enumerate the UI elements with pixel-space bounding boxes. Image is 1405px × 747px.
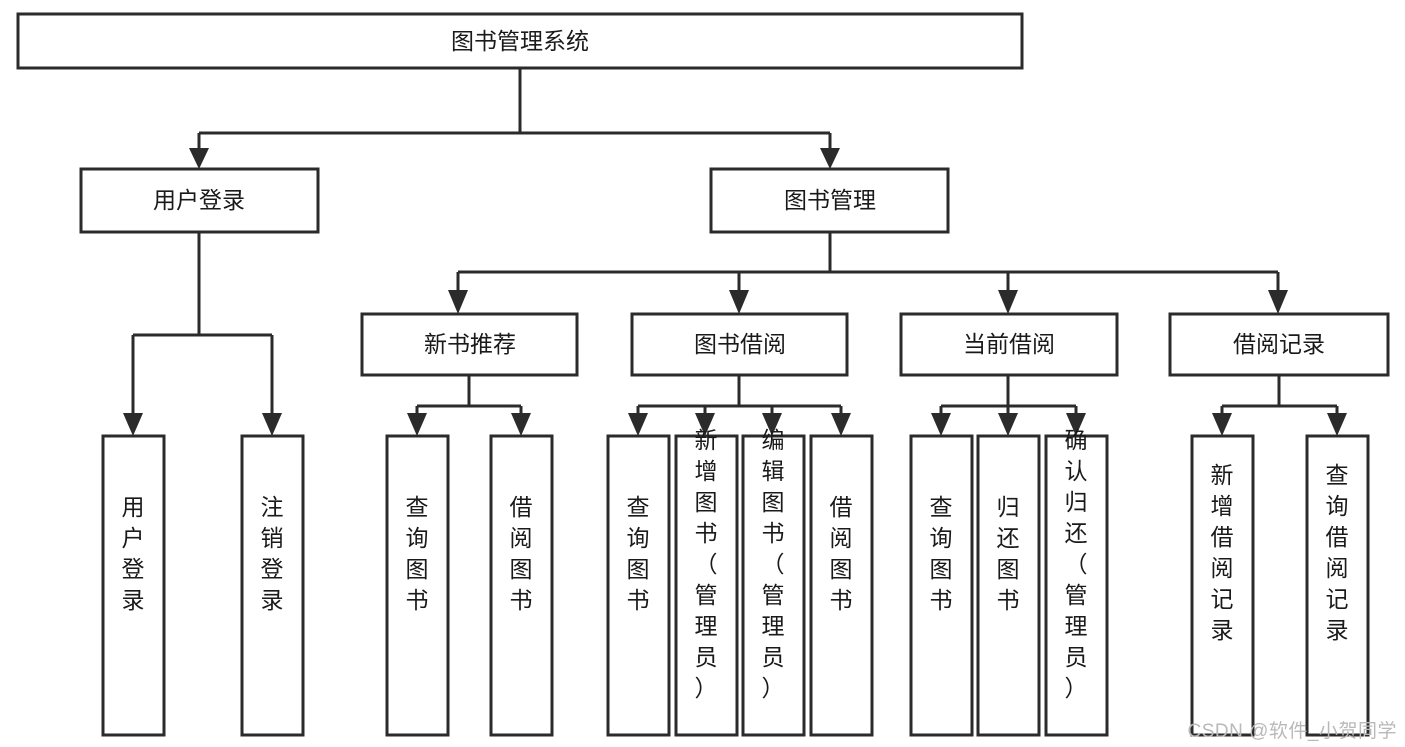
node-leaf-nbr-borrow-book[interactable]: 借阅图书 [489,434,554,737]
node-box-book-borrow[interactable] [630,312,849,377]
arrow-head-nbr-query-book [407,413,427,436]
arrow-head-nbr-borrow-book [511,413,531,436]
node-leaf-bb-add-book[interactable]: 新增图书（管理员） [674,427,739,737]
connector-group-user-login [123,232,282,436]
connector-group-root [189,68,840,169]
node-label-leaf-cb-confirm-return: 确认归还（管理员） [1065,427,1088,701]
arrow-head-cb-confirm-return [1066,413,1086,436]
node-leaf-bb-borrow-book[interactable]: 借阅图书 [809,434,874,737]
node-leaf-cb-return-book[interactable]: 归还图书 [976,434,1041,737]
node-user-login[interactable]: 用户登录 [79,167,320,234]
node-leaf-logout[interactable]: 注销登录 [240,434,305,737]
connector-group-current-borrow [931,375,1086,436]
node-leaf-bb-query-book[interactable]: 查询图书 [606,434,671,737]
node-label-leaf-bb-borrow-book: 借阅图书 [830,494,853,613]
arrow-head-cb-return-book [998,413,1018,436]
arrow-head-borrow-record [1268,290,1288,314]
node-label-leaf-bb-edit-book: 编辑图书（管理员） [762,427,785,701]
node-current-borrow[interactable]: 当前借阅 [899,312,1119,377]
arrow-head-book-mgmt [820,148,840,169]
node-label-leaf-user-login: 用户登录 [122,494,145,613]
node-label-book-management: 图书管理 [784,187,876,213]
node-box-new-book-recommend[interactable] [360,312,579,377]
node-label-leaf-cb-return-book: 归还图书 [997,494,1020,613]
node-box-leaf-bb-query-book[interactable] [606,434,671,737]
watermark: CSDN @软件_小贺同学 [1187,721,1397,742]
node-box-book-management[interactable] [709,167,950,234]
node-root-system[interactable]: 图书管理系统 [16,12,1024,70]
node-label-leaf-cb-query-book: 查询图书 [930,494,953,613]
node-box-user-login[interactable] [79,167,320,234]
arrow-head-user-login [189,148,209,169]
node-box-leaf-user-login[interactable] [101,434,166,737]
node-leaf-cb-confirm-return[interactable]: 确认归还（管理员） [1044,427,1109,737]
node-box-leaf-cb-return-book[interactable] [976,434,1041,737]
arrow-head-current-borrow [998,290,1018,314]
arrow-head-cb-query-book [931,413,951,436]
node-label-book-borrow: 图书借阅 [694,331,786,357]
node-box-leaf-nbr-query-book[interactable] [385,434,450,737]
arrow-head-bb-add-book [695,413,715,436]
node-new-book-recommend[interactable]: 新书推荐 [360,312,579,377]
node-label-leaf-br-add-record: 新增借阅记录 [1211,462,1234,643]
node-box-root-system[interactable] [16,12,1024,70]
node-box-leaf-cb-query-book[interactable] [909,434,974,737]
node-label-root-system: 图书管理系统 [451,28,589,54]
node-box-leaf-nbr-borrow-book[interactable] [489,434,554,737]
connector-group-borrow-record [1212,375,1347,436]
node-leaf-br-query-record[interactable]: 查询借阅记录 [1305,434,1370,737]
node-label-new-book-recommend: 新书推荐 [424,331,516,357]
arrow-head-new-book-rec [448,290,468,314]
arrow-head-bb-query-book [628,413,648,436]
node-box-leaf-br-query-record[interactable] [1305,434,1370,737]
node-book-management[interactable]: 图书管理 [709,167,950,234]
node-borrow-record[interactable]: 借阅记录 [1168,312,1390,377]
arrow-head-bb-borrow-book [831,413,851,436]
connector-group-new-book-rec [407,375,531,436]
node-label-leaf-bb-add-book: 新增图书（管理员） [695,427,718,701]
node-leaf-br-add-record[interactable]: 新增借阅记录 [1190,434,1255,737]
node-label-current-borrow: 当前借阅 [963,331,1055,357]
node-box-current-borrow[interactable] [899,312,1119,377]
node-box-borrow-record[interactable] [1168,312,1390,377]
arrow-head-br-query-record [1327,413,1347,436]
arrow-head-book-borrow [729,290,749,314]
arrow-head-br-add-record [1212,413,1232,436]
node-box-leaf-logout[interactable] [240,434,305,737]
connector-group-book-borrow [628,375,851,436]
node-label-leaf-nbr-query-book: 查询图书 [406,494,429,613]
arrow-head-bb-edit-book [762,413,782,436]
node-label-leaf-logout: 注销登录 [261,494,284,613]
node-label-borrow-record: 借阅记录 [1233,331,1325,357]
node-box-leaf-br-add-record[interactable] [1190,434,1255,737]
node-label-leaf-bb-query-book: 查询图书 [627,494,650,613]
node-leaf-cb-query-book[interactable]: 查询图书 [909,434,974,737]
node-book-borrow[interactable]: 图书借阅 [630,312,849,377]
node-label-user-login: 用户登录 [153,187,245,213]
node-label-leaf-nbr-borrow-book: 借阅图书 [510,494,533,613]
arrow-head-leaf-user-login [123,413,143,436]
node-leaf-bb-edit-book[interactable]: 编辑图书（管理员） [741,427,806,737]
connector-group-book-mgmt [448,232,1288,314]
arrow-head-leaf-logout [262,413,282,436]
node-box-leaf-cb-confirm-return[interactable] [1044,434,1109,737]
node-box-leaf-bb-borrow-book[interactable] [809,434,874,737]
node-box-leaf-bb-add-book[interactable] [674,434,739,737]
node-label-leaf-br-query-record: 查询借阅记录 [1326,462,1349,643]
node-box-leaf-bb-edit-book[interactable] [741,434,806,737]
node-leaf-user-login[interactable]: 用户登录 [101,434,166,737]
node-leaf-nbr-query-book[interactable]: 查询图书 [385,434,450,737]
